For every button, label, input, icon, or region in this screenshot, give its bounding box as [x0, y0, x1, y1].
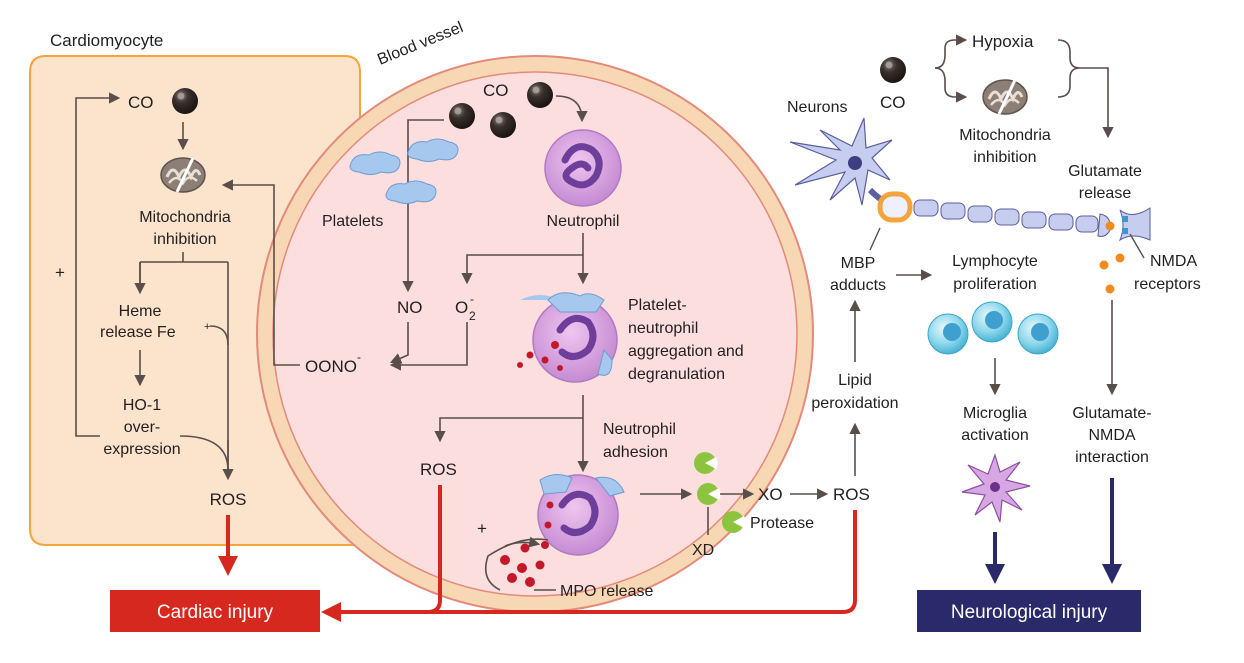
- label-pna-2: neutrophil: [628, 320, 698, 337]
- label-o2-sup: -: [470, 292, 474, 306]
- label-ho1-1: HO-1: [123, 397, 161, 414]
- label-lymph-2: proliferation: [953, 276, 1037, 293]
- label-cardiac-injury: Cardiac injury: [157, 602, 274, 623]
- arrow-ho1-join: [179, 435, 229, 471]
- arrow-ros-right-cardiac: [420, 510, 857, 614]
- label-mpo-release: MPO release: [560, 583, 653, 600]
- adhered-neutrophil-icon: [537, 474, 625, 556]
- label-neurons: Neurons: [787, 99, 847, 116]
- line-nmda: [1129, 233, 1145, 259]
- label-co-neuro: CO: [880, 93, 906, 112]
- arrow-neutrophil-to-o2: [461, 254, 583, 285]
- label-neurological-injury: Neurological injury: [951, 602, 1108, 623]
- label-xd: XD: [692, 542, 714, 559]
- mitochondria-icon: [159, 156, 207, 194]
- label-mito-neuro-2: inhibition: [973, 149, 1036, 166]
- arrow-heme-join: [209, 325, 229, 346]
- label-blood-vessel: Blood vessel: [375, 19, 465, 69]
- label-mbp-1: MBP: [841, 255, 876, 272]
- neuron-icon: [789, 117, 893, 206]
- label-co-vessel: CO: [483, 81, 509, 100]
- label-glut-nmda-2: NMDA: [1088, 427, 1135, 444]
- label-cardiomyocyte: Cardiomyocyte: [50, 31, 163, 50]
- arrow-co-to-hypoxia: [934, 34, 968, 69]
- label-ho1-3: expression: [103, 441, 180, 458]
- arrow-oono-to-mito: [221, 179, 300, 366]
- label-no: NO: [397, 298, 423, 317]
- mpo-granules-icon: [500, 541, 549, 587]
- axon-icon: [867, 187, 1151, 242]
- aggregate-icon: [517, 292, 618, 383]
- label-oono-sup: -: [357, 350, 361, 364]
- arrow-to-ros-vessel: [434, 417, 583, 443]
- label-pna-3: aggregation and: [628, 343, 744, 360]
- label-nmda-1: NMDA: [1150, 253, 1197, 270]
- label-adhesion-1: Neutrophil: [603, 421, 676, 438]
- label-mito-2: inhibition: [153, 231, 216, 248]
- neurological-injury-box: [917, 590, 1141, 632]
- label-platelets: Platelets: [322, 213, 383, 230]
- label-glut-nmda-3: interaction: [1075, 449, 1149, 466]
- label-o2-sub: 2: [469, 309, 476, 323]
- label-co-cardio: CO: [128, 93, 154, 112]
- label-xo: XO: [758, 485, 783, 504]
- label-pna-1: Platelet-: [628, 297, 687, 314]
- line-mbp-myelin: [869, 227, 881, 251]
- neutrophil-icon: [544, 129, 622, 207]
- label-heme-sup: +: [204, 321, 210, 333]
- label-mbp-2: adducts: [830, 277, 886, 294]
- lymphocytes-icon: [927, 301, 1059, 355]
- label-oono: OONO: [305, 357, 357, 376]
- arrow-feedback-loop: [75, 92, 121, 437]
- label-ros-cardio: ROS: [210, 490, 247, 509]
- label-neutrophil: Neutrophil: [547, 213, 620, 230]
- label-glut-release-2: release: [1079, 185, 1132, 202]
- label-glut-release-1: Glutamate: [1068, 163, 1142, 180]
- co-molecule-icon: [172, 88, 198, 114]
- branch-mito: [139, 252, 229, 470]
- label-nmda-2: receptors: [1134, 276, 1201, 293]
- label-microglia-1: Microglia: [963, 405, 1027, 422]
- label-adhesion-2: adhesion: [603, 444, 668, 461]
- label-plus-mpo: +: [477, 519, 487, 538]
- arrow-co-to-mito-neuro: [934, 67, 968, 103]
- label-lipid-2: peroxidation: [811, 395, 898, 412]
- arrow-o2-to-oono: [389, 322, 468, 371]
- glutamate-dots-icon: [1099, 221, 1125, 294]
- label-hypoxia: Hypoxia: [972, 32, 1034, 51]
- label-microglia-2: activation: [961, 427, 1029, 444]
- label-heme: Heme: [119, 303, 162, 320]
- co-ball-2-icon: [490, 112, 516, 138]
- co-ball-3-icon: [527, 82, 553, 108]
- co-ball-neuro-icon: [880, 57, 906, 83]
- label-o2: O: [455, 298, 468, 317]
- label-ros-vessel: ROS: [420, 460, 457, 479]
- brace-join: [1057, 39, 1081, 98]
- label-plus-feedback: +: [55, 263, 65, 282]
- label-pna-4: degranulation: [628, 366, 725, 383]
- label-ros-right: ROS: [833, 485, 870, 504]
- label-lymph-1: Lymphocyte: [952, 253, 1038, 270]
- co-ball-1-icon: [449, 103, 475, 129]
- label-ho1-2: over-: [124, 419, 160, 436]
- loop-mpo-2: [504, 536, 541, 548]
- label-lipid-1: Lipid: [838, 372, 872, 389]
- arrow-co-to-no: [402, 119, 444, 293]
- mitochondria-neuro-icon: [981, 78, 1029, 116]
- cardiac-injury-box: [110, 590, 320, 632]
- label-mito-1: Mitochondria: [139, 209, 231, 226]
- label-heme-2: release Fe: [100, 324, 176, 341]
- arrow-to-glut-release: [1080, 67, 1114, 139]
- arrow-co-to-neutrophil: [555, 95, 588, 123]
- label-glut-nmda-1: Glutamate-: [1072, 405, 1151, 422]
- label-protease: Protease: [750, 515, 814, 532]
- microglia-icon: [961, 453, 1031, 523]
- label-mito-neuro-1: Mitochondria: [959, 127, 1051, 144]
